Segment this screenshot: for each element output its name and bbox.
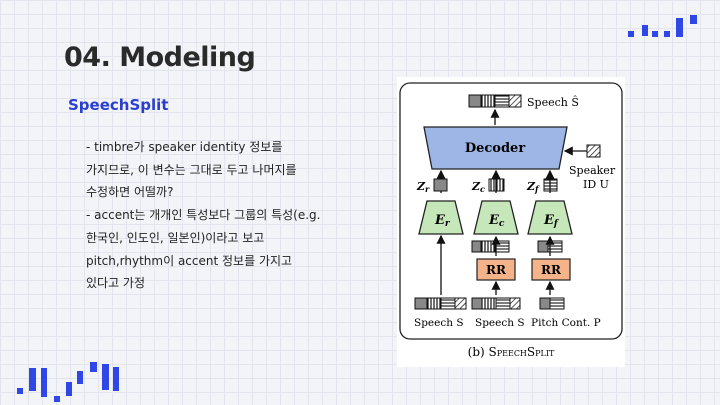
- svg-text:RR: RR: [486, 263, 507, 277]
- figure-caption: (b) SpeechSplit: [468, 345, 555, 359]
- speaker-label: Speaker: [569, 164, 616, 177]
- bullet-line: - timbre가 speaker identity 정보를: [86, 140, 283, 154]
- bullet-line: 있다고 가정: [86, 276, 146, 291]
- encoder-content: Ec: [473, 200, 519, 235]
- decoder-block: [423, 126, 568, 170]
- svg-text:RR: RR: [541, 263, 562, 277]
- input-label-pitch: Pitch Cont. P: [531, 317, 601, 329]
- code-zf: Zf: [526, 178, 558, 194]
- random-resampling-content: RR: [476, 258, 516, 281]
- bullet-line: pitch,rhythm이 accent 정보를 가지고: [86, 253, 293, 268]
- code-zc: Zc: [471, 178, 505, 194]
- bullet-list: - timbre가 speaker identity 정보를 가지므로, 이 변…: [86, 136, 376, 295]
- svg-text:Ec: Ec: [488, 213, 505, 229]
- svg-text:Er: Er: [434, 213, 451, 229]
- section-title: SpeechSplit: [68, 96, 169, 114]
- slide-title: 04. Modeling: [64, 42, 256, 73]
- decoder-label: Decoder: [465, 141, 525, 156]
- speechsplit-diagram: Speech Ŝ Decoder Speaker ID U Zr Zc Zf: [399, 82, 623, 359]
- svg-text:Ef: Ef: [543, 213, 560, 229]
- encoder-rhythm: Er: [418, 200, 464, 235]
- speaker-id-label: ID U: [583, 178, 609, 191]
- code-zr: Zr: [416, 178, 448, 194]
- bullet-line: - accent는 개개인 특성보다 그룹의 특성(e.g.: [86, 208, 321, 223]
- speaker-embedding: [586, 144, 601, 158]
- input-speech-rhythm: [414, 297, 467, 310]
- bullet-line: 수정하면 어떨까?: [86, 185, 174, 200]
- pitch-intermediate-bar: [537, 240, 563, 253]
- svg-text:Zc: Zc: [471, 180, 485, 194]
- input-pitch-contour: [539, 297, 565, 310]
- output-spectrogram: [468, 94, 522, 108]
- bullet-line: 한국인, 인도인, 일본인)이라고 보고: [86, 230, 265, 245]
- bullet-line: 가지므로, 이 변수는 그대로 두고 나머지를: [86, 162, 297, 177]
- input-speech-content: [471, 297, 521, 310]
- svg-text:Zf: Zf: [526, 180, 540, 194]
- input-label-speech: Speech S: [414, 317, 464, 329]
- speechsplit-figure: Speech Ŝ Decoder Speaker ID U Zr Zc Zf: [397, 77, 625, 367]
- output-label: Speech Ŝ: [527, 95, 579, 109]
- content-intermediate-bar: [471, 240, 510, 253]
- svg-text:Zr: Zr: [416, 180, 430, 194]
- encoder-pitch: Ef: [527, 200, 573, 235]
- random-resampling-pitch: RR: [531, 258, 571, 281]
- input-label-speech: Speech S: [475, 317, 525, 329]
